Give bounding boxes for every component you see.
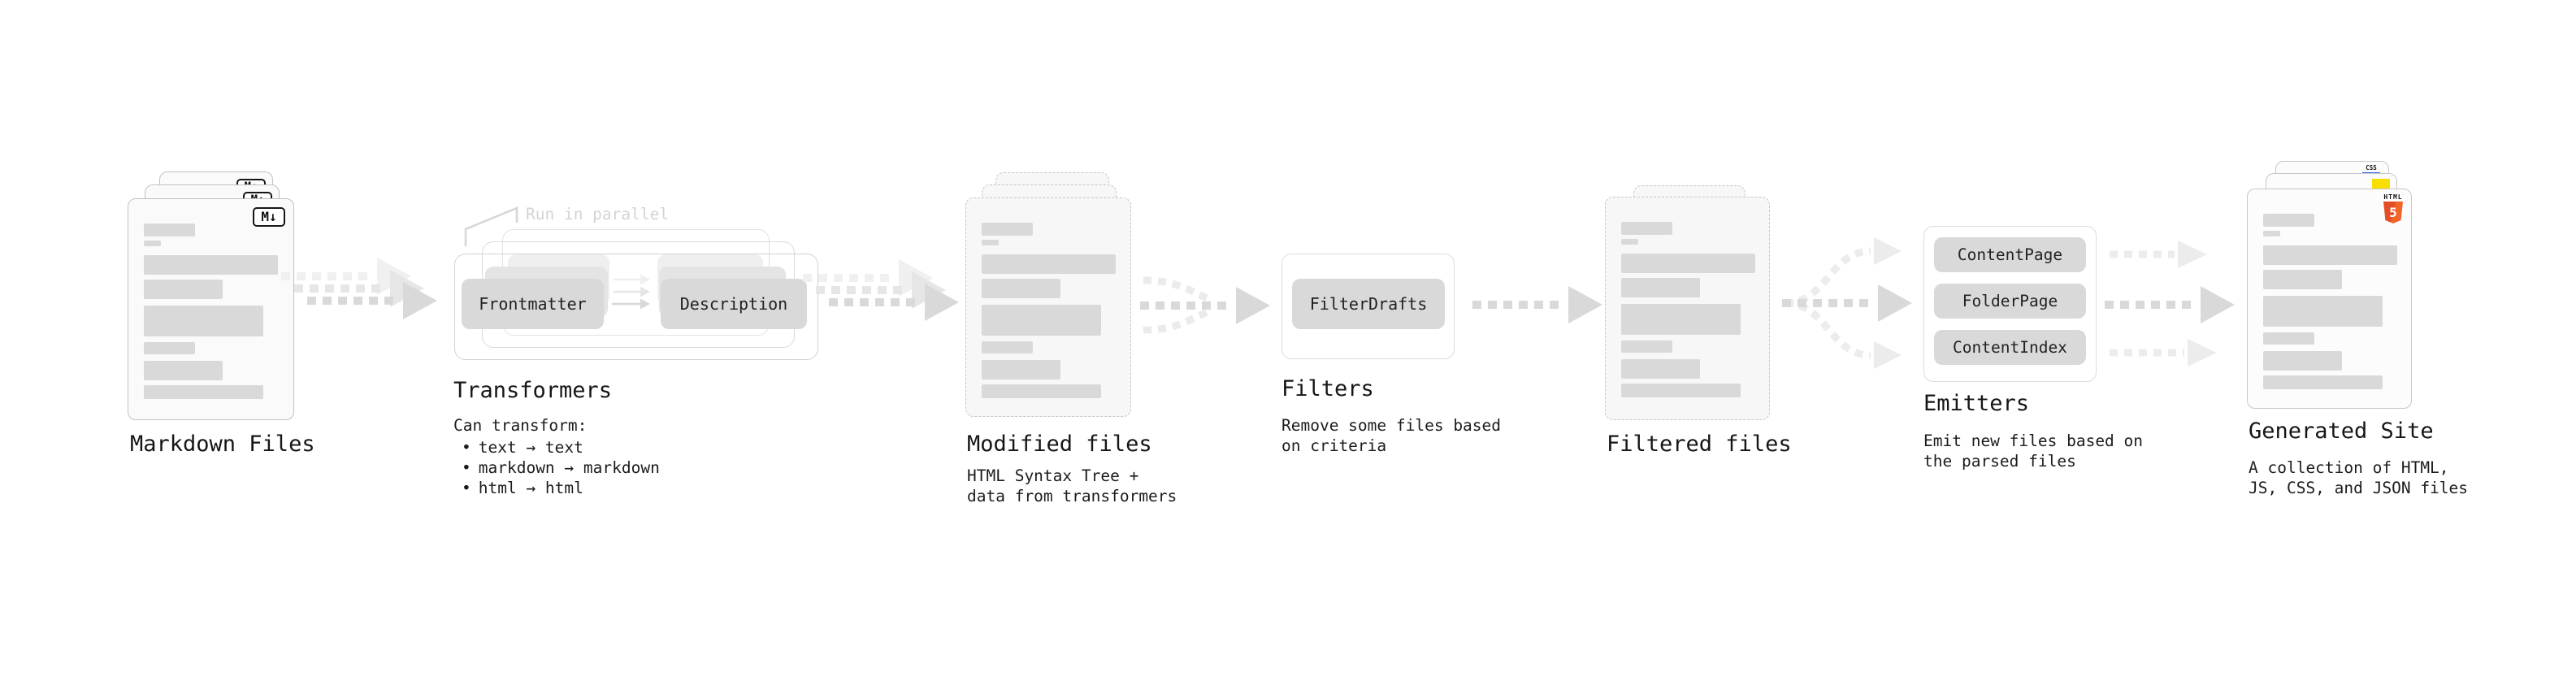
contentindex-pill: ContentIndex	[1934, 330, 2086, 365]
filtered-files-label: Filtered files	[1607, 432, 1792, 457]
doc-text-placeholder	[1621, 222, 1755, 397]
transformers-bullet-list: text → text markdown → markdown html → h…	[453, 437, 660, 498]
arrow-transformers-to-modified	[803, 259, 959, 321]
filters-label: Filters	[1281, 376, 1374, 401]
filtered-file-card-front	[1605, 197, 1770, 420]
arrow-filters-to-filtered	[1472, 286, 1602, 323]
arrow-filtered-to-emitters	[1782, 237, 1912, 369]
description-pill: Description	[661, 279, 807, 329]
transform-bullet: text → text	[453, 437, 660, 458]
transform-bullet: html → html	[453, 478, 660, 498]
html5-icon: HTML 5	[2383, 193, 2404, 223]
filters-caption: Remove some files based on criteria	[1281, 416, 1502, 455]
site-file-card-html: HTML 5	[2247, 189, 2412, 409]
html5-icon-shield: 5	[2383, 202, 2403, 223]
markdown-files-label: Markdown Files	[130, 432, 315, 457]
js-icon	[2372, 179, 2390, 189]
generated-site-label: Generated Site	[2249, 419, 2434, 444]
emitters-label: Emitters	[1923, 391, 2030, 416]
transformers-label: Transformers	[453, 378, 613, 403]
markdown-file-card-front: M↓	[128, 198, 294, 420]
run-in-parallel-note: Run in parallel	[526, 205, 670, 223]
arrow-modified-to-filters	[1140, 276, 1270, 334]
folderpage-pill: FolderPage	[1934, 284, 2086, 319]
folderpage-pill-label: FolderPage	[1962, 292, 2058, 310]
transformers-caption-heading: Can transform:	[453, 416, 588, 435]
arrows-emitters-to-site	[2105, 241, 2235, 367]
contentpage-pill-label: ContentPage	[1957, 245, 2063, 264]
modified-files-label: Modified files	[967, 432, 1152, 457]
css-icon-label: CSS	[2366, 164, 2377, 171]
generated-site-caption: A collection of HTML, JS, CSS, and JSON …	[2249, 458, 2469, 497]
arrow-markdown-to-transformers	[281, 258, 437, 319]
modified-file-card-front	[965, 197, 1131, 417]
html5-icon-label: HTML	[2383, 193, 2403, 201]
doc-text-placeholder	[144, 223, 278, 399]
emitters-caption: Emit new files based on the parsed files	[1923, 432, 2144, 471]
doc-text-placeholder	[2263, 214, 2397, 389]
modified-files-caption: HTML Syntax Tree + data from transformer…	[967, 466, 1177, 505]
filterdrafts-pill-label: FilterDrafts	[1309, 294, 1428, 314]
description-pill-label: Description	[679, 294, 788, 314]
frontmatter-pill: Frontmatter	[462, 279, 604, 329]
contentpage-pill: ContentPage	[1934, 237, 2086, 272]
doc-text-placeholder	[982, 223, 1116, 398]
frontmatter-pill-label: Frontmatter	[479, 294, 587, 314]
contentindex-pill-label: ContentIndex	[1953, 338, 2067, 357]
filterdrafts-pill: FilterDrafts	[1292, 279, 1445, 329]
transform-bullet: markdown → markdown	[453, 458, 660, 478]
markdown-icon: M↓	[253, 207, 285, 227]
